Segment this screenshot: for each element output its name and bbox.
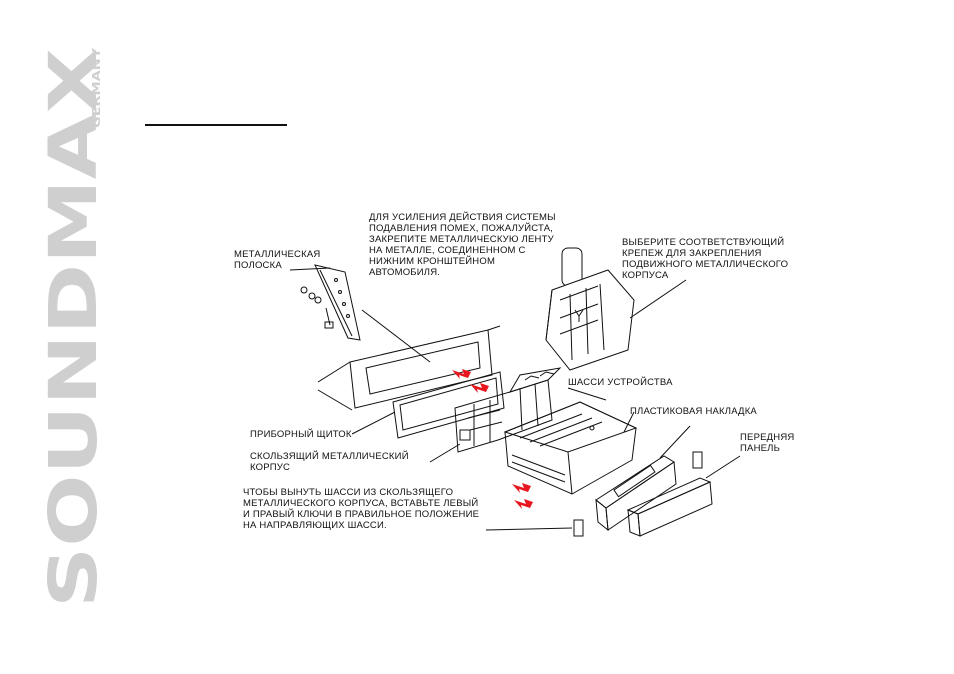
front-panel-label: ПЕРЕДНЯЯ ПАНЕЛЬ [740,432,795,454]
trim-frame-drawing [392,371,505,439]
leader-lines [289,267,741,531]
plastic-trim-drawing [595,455,677,532]
fastener-inset-drawing [545,247,635,371]
sliding-case-label: СКОЛЬЗЯЩИЙ МЕТАЛЛИЧЕСКИЙ КОРПУС [250,451,409,473]
metal-strip-label: МЕТАЛЛИЧЕСКАЯ ПОЛОСКА [234,249,321,271]
brand-logo-graphic: SOUNDMAX GERMANY [35,47,112,608]
strip-note-label: ДЛЯ УСИЛЕНИЯ ДЕЙСТВИЯ СИСТЕМЫ ПОДАВЛЕНИЯ… [369,212,556,278]
removal-keys-drawing [573,451,703,537]
section-title-underline [145,124,287,126]
dashboard-label: ПРИБОРНЫЙ ЩИТОК [250,429,352,440]
brand-logo: SOUNDMAX GERMANY [35,47,112,608]
arrow-2 [470,383,489,393]
brand-sub-text: GERMANY [90,48,103,128]
removal-note-label: ЧТОБЫ ВЫНУТЬ ШАССИ ИЗ СКОЛЬЗЯЩЕГО МЕТАЛЛ… [243,487,480,531]
chassis-drawing [503,401,638,495]
arrow-3 [512,483,531,493]
fastener-note-label: ВЫБЕРИТЕ СООТВЕТСТВУЮЩИЙ КРЕПЕЖ ДЛЯ ЗАКР… [622,237,789,281]
brand-logo-text: SOUNDMAX [44,48,104,608]
metal-strip-drawing [300,264,361,341]
chassis-label: ШАССИ УСТРОЙСТВА [568,377,673,388]
front-panel-drawing [626,477,713,537]
dashboard-drawing [317,325,501,411]
direction-arrows [452,369,533,509]
arrow-4 [514,499,533,509]
arrow-1 [452,369,471,379]
plastic-trim-label: ПЛАСТИКОВАЯ НАКЛАДКА [630,406,757,417]
